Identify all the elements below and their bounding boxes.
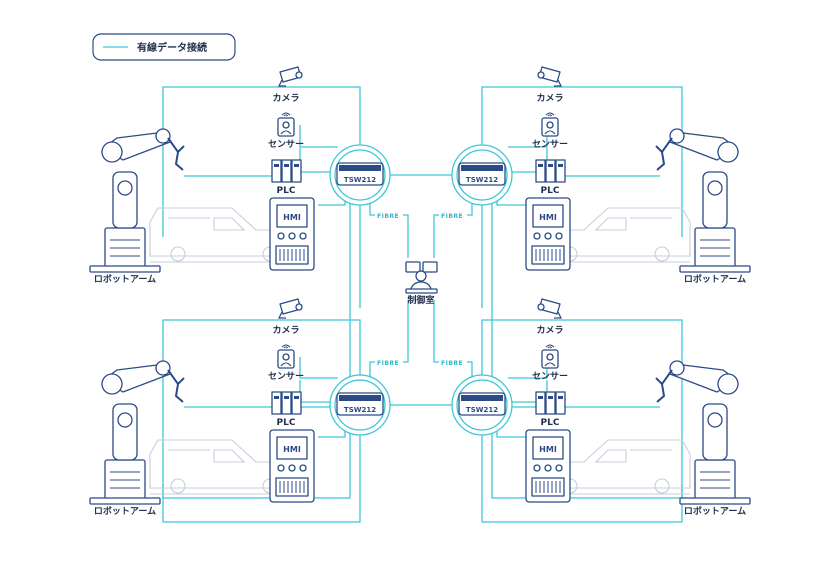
fibre-labels: FIBRE FIBRE FIBRE FIBRE [375,211,467,367]
legend: 有線データ接続 [92,33,236,61]
switch-label: TSW212 [344,406,376,414]
robot-arm-icon [655,360,751,505]
switch-label: TSW212 [344,176,376,184]
hmi-panel: HMI [525,197,571,271]
plc-icon [271,159,302,183]
control-room-label: 制御室 [407,294,434,306]
sensor-icon [541,112,559,137]
hmi-panel: HMI [269,429,315,503]
camera-icon [537,298,563,319]
fibre-label-tl: FIBRE [377,213,399,220]
camera-label: カメラ [536,93,563,104]
hmi-panel: HMI [525,429,571,503]
sensor-label: センサー [532,139,568,150]
plc-icon [271,391,302,415]
cell-bottom-left: ロボットアーム カメラ センサー PLC HMI [89,298,391,517]
plc-label: PLC [277,186,296,196]
switch-tsw212: TSW212 [451,374,513,436]
sensor-label: センサー [532,371,568,382]
camera-icon [277,66,303,87]
switch-label: TSW212 [466,176,498,184]
plc-label: PLC [541,418,560,428]
sensor-icon [277,112,295,137]
sensor-label: センサー [268,139,304,150]
legend-text: 有線データ接続 [137,41,207,54]
switch-tsw212: TSW212 [329,144,391,206]
robot-arm-icon [655,128,751,273]
control-room-icon [405,261,438,294]
robot-label: ロボットアーム [94,273,156,285]
hmi-panel: HMI [269,197,315,271]
wires [162,86,683,523]
hmi-label: HMI [283,445,301,454]
camera-label: カメラ [272,325,299,336]
switch-tsw212: TSW212 [451,144,513,206]
fibre-label-br: FIBRE [441,360,463,367]
camera-icon [537,66,563,87]
robot-arm-icon [89,128,185,273]
control-room: 制御室 [405,261,438,306]
robot-label: ロボットアーム [684,505,746,517]
hmi-label: HMI [283,213,301,222]
switch-label: TSW212 [466,406,498,414]
cell-bottom-right: ロボットアーム カメラ センサー PLC HMI [451,298,751,517]
plc-icon [535,391,566,415]
cell-top-left: ロボットアーム カメラ センサー PLC HMI [89,66,391,285]
robot-label: ロボットアーム [94,505,156,517]
plc-icon [535,159,566,183]
hmi-label: HMI [539,213,557,222]
fibre-label-tr: FIBRE [441,213,463,220]
robot-label: ロボットアーム [684,273,746,285]
plc-label: PLC [277,418,296,428]
camera-label: カメラ [536,325,563,336]
fibre-label-bl: FIBRE [377,360,399,367]
sensor-icon [277,344,295,369]
switch-tsw212: TSW212 [329,374,391,436]
plc-label: PLC [541,186,560,196]
sensor-icon [541,344,559,369]
camera-icon [277,298,303,319]
cell-top-right: ロボットアーム カメラ センサー PLC HMI [451,66,751,285]
robot-arm-icon [89,360,185,505]
hmi-label: HMI [539,445,557,454]
sensor-label: センサー [268,371,304,382]
camera-label: カメラ [272,93,299,104]
